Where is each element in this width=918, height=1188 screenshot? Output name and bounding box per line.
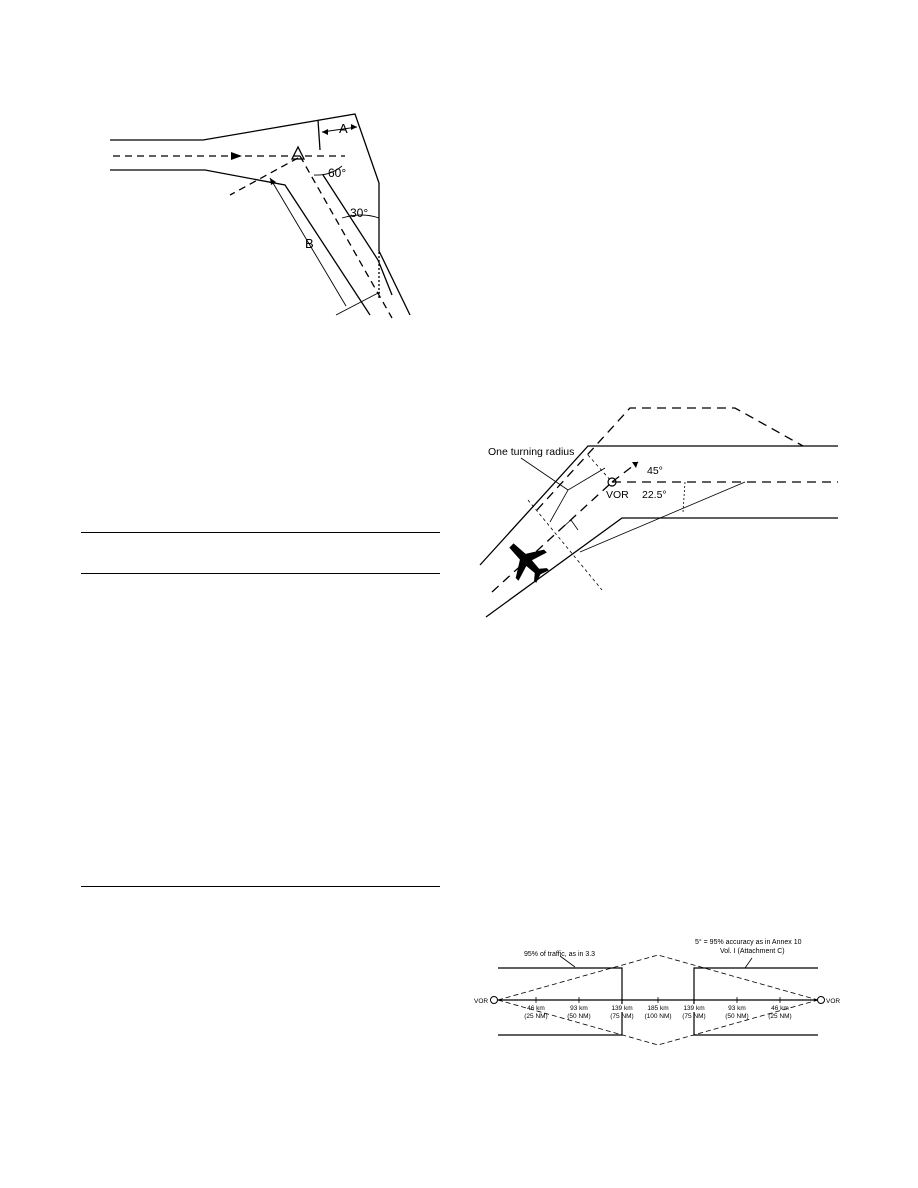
- angle-30-arc: [341, 214, 380, 219]
- dimension-b-line: [269, 177, 347, 307]
- vor-symbol-left: [490, 996, 498, 1004]
- turning-radius-label: One turning radius: [488, 446, 574, 458]
- upper-boundary-line: [110, 113, 411, 316]
- table-rule-header: [81, 573, 440, 574]
- distance-km: 93 km: [728, 1005, 746, 1012]
- label-angle-60: 60°: [328, 166, 346, 180]
- lower-route-width-line-right: [693, 1012, 818, 1036]
- label-a: A: [339, 121, 348, 136]
- vor-accuracy-diagram: 95% of traffic, as in 3.3 5° = 95% accur…: [474, 938, 840, 1046]
- traffic-note: 95% of traffic, as in 3.3: [524, 951, 595, 958]
- vor-left-label: VOR: [474, 998, 488, 1005]
- upper-route-width-line: [498, 967, 623, 1004]
- distance-nm: (25 NM): [524, 1013, 547, 1020]
- accuracy-splay-upper: [497, 954, 819, 1001]
- accuracy-note-line1: 5° = 95% accuracy as in Annex 10: [695, 938, 802, 946]
- distance-nm: (75 NM): [610, 1013, 633, 1020]
- distance-km: 139 km: [683, 1005, 704, 1012]
- lower-route-boundary: [485, 517, 838, 618]
- table-rule-bottom: [81, 886, 440, 887]
- distance-nm: (75 NM): [682, 1013, 705, 1020]
- lower-boundary-line: [110, 169, 371, 316]
- aircraft-icon: [509, 543, 549, 583]
- angle-22-5-label: 22.5°: [642, 489, 667, 501]
- right-angle-mark: [562, 519, 579, 531]
- radius-leader: [549, 467, 606, 523]
- distance-nm: (100 NM): [644, 1013, 671, 1020]
- inner-limit-line: [317, 119, 321, 151]
- radius-dash: [587, 454, 613, 483]
- angle-22-5-dotted: [682, 481, 686, 513]
- distance-km: 46 km: [771, 1005, 789, 1012]
- dimension-b-tick: [335, 291, 381, 316]
- accuracy-leader: [744, 957, 753, 969]
- vor-symbol-right: [817, 996, 825, 1004]
- leader-to-line: [520, 457, 569, 491]
- traffic-leader: [559, 955, 576, 968]
- distance-nm: (25 NM): [768, 1013, 791, 1020]
- distance-km: 93 km: [570, 1005, 588, 1012]
- lower-route-width-line: [498, 1012, 623, 1036]
- upper-route-width-line-right: [693, 967, 818, 1004]
- waypoint-triangle: [290, 145, 306, 160]
- distance-nm: (50 NM): [567, 1013, 590, 1020]
- distance-km: 185 km: [647, 1005, 668, 1012]
- upper-route-boundary: [479, 445, 838, 566]
- inner-limit-line-2: [322, 174, 393, 296]
- perpendicular-dash: [527, 499, 603, 591]
- vor-turn-diagram: One turning radius VOR 45° 22.5°: [479, 407, 838, 618]
- distance-nm: (50 NM): [725, 1013, 748, 1020]
- vor-label: VOR: [606, 489, 629, 501]
- accuracy-note-line2: Vol. I (Attachment C): [720, 948, 785, 955]
- direction-arrow: [231, 152, 242, 160]
- splay-line-22-5: [579, 481, 746, 553]
- angle-60-arc: [313, 165, 343, 176]
- table-rule-top: [81, 532, 440, 533]
- turn-arc: [611, 461, 639, 483]
- turn-dashed-line: [229, 157, 299, 196]
- approach-track: [491, 483, 611, 593]
- label-angle-30: 30°: [350, 206, 368, 220]
- vor-symbol: [607, 477, 617, 487]
- angle-45-label: 45°: [647, 465, 663, 477]
- label-b: B: [305, 236, 314, 251]
- vor-right-label: VOR: [826, 998, 840, 1005]
- distance-km: 46 km: [527, 1005, 545, 1012]
- route-turn-diagram: A B 60° 30°: [110, 113, 411, 319]
- distance-km: 139 km: [611, 1005, 632, 1012]
